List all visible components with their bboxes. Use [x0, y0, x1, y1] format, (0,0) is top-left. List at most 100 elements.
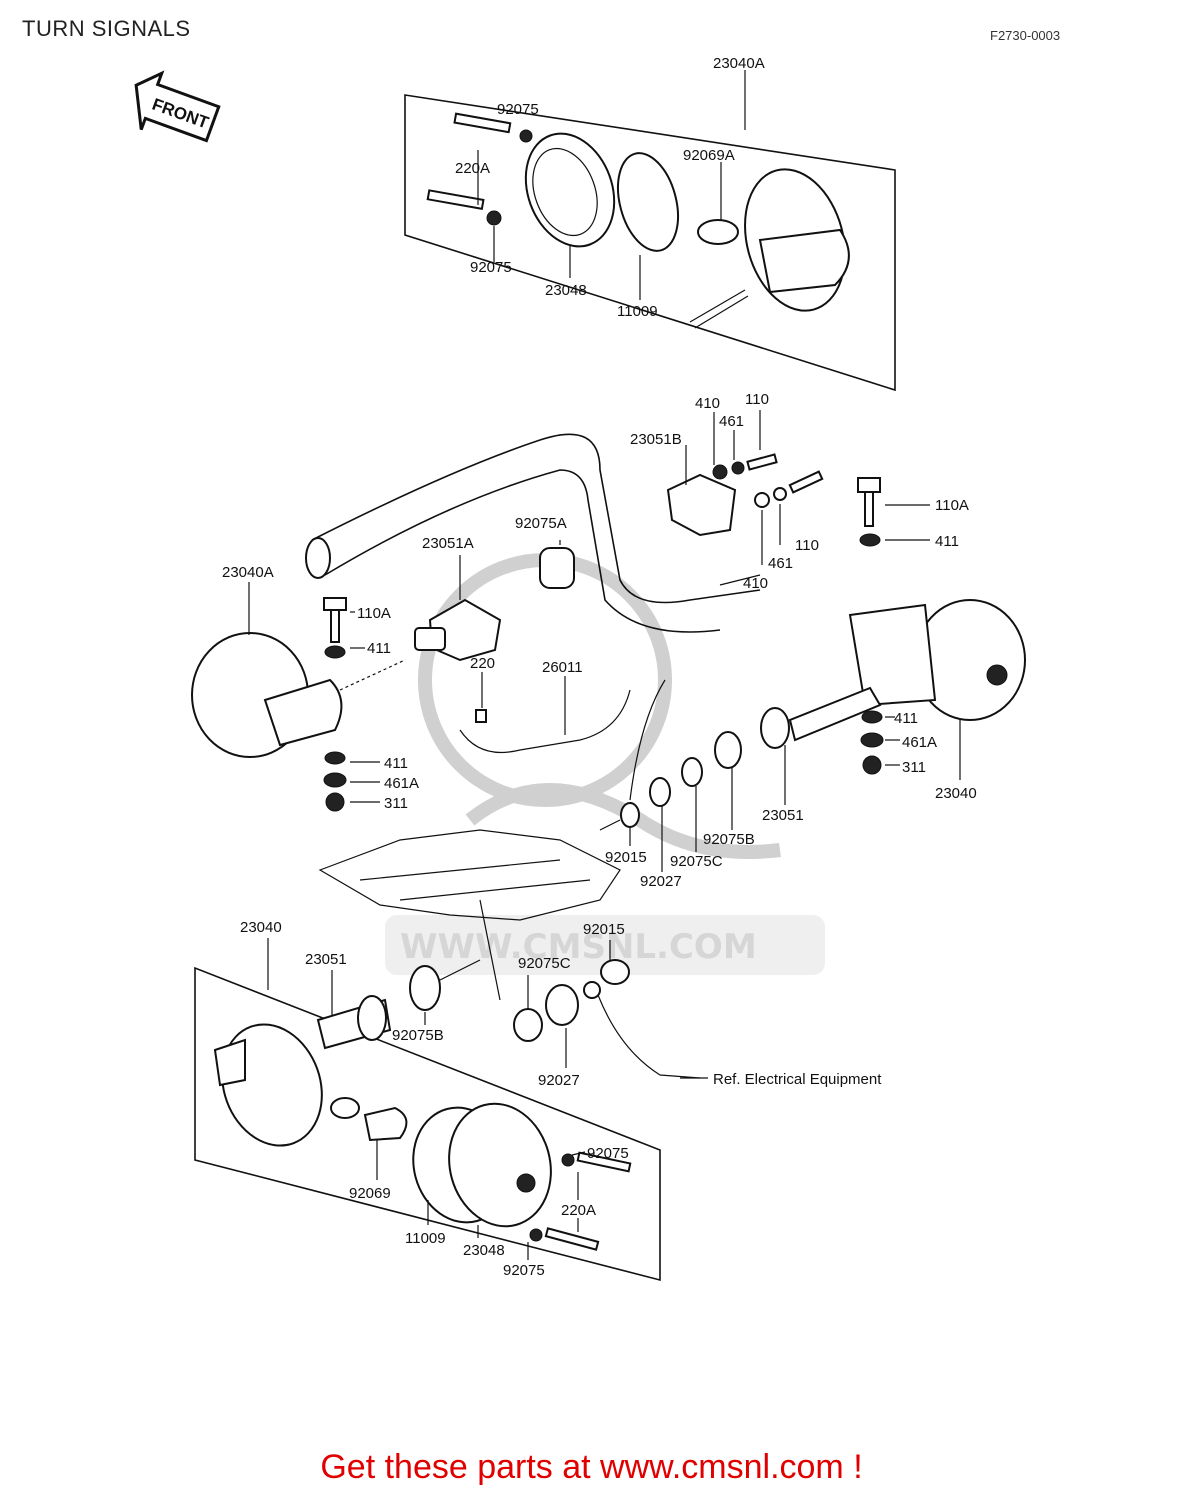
part-label: 23040	[935, 785, 977, 802]
housing-stem	[758, 228, 850, 294]
part-label: 411	[367, 640, 391, 657]
parts-diagram: WWW.CMSNL.COM FRONT	[134, 55, 1026, 1282]
part-label: 92075B	[703, 831, 755, 848]
footer-link[interactable]: Get these parts at www.cmsnl.com !	[320, 1448, 863, 1486]
lens-icon	[448, 1102, 552, 1228]
bottom-panel-outline	[194, 966, 661, 1282]
washer-icon	[859, 533, 881, 547]
part-label: 23048	[463, 1242, 505, 1259]
washer-icon	[754, 492, 770, 508]
part-label: 26011	[542, 659, 583, 676]
part-label: 311	[384, 795, 408, 812]
lens-icon	[524, 132, 616, 248]
part-label: 220A	[561, 1202, 596, 1219]
spacer-icon	[539, 547, 575, 589]
clamp-upper-icon	[666, 473, 737, 537]
part-label: 23040A	[222, 564, 274, 581]
left-signal	[191, 582, 631, 812]
leader	[571, 1151, 586, 1156]
part-label: 23051A	[422, 535, 474, 552]
part-label: 92069A	[683, 147, 735, 164]
washer-icon	[545, 984, 579, 1026]
nut-icon	[862, 755, 882, 775]
housing-stem	[213, 1038, 246, 1087]
bolt-head-icon	[323, 597, 347, 611]
washer-icon	[324, 645, 346, 659]
part-label: 92075	[503, 1262, 545, 1279]
washer-icon	[731, 461, 745, 475]
watermark-banner	[385, 915, 825, 975]
socket-icon	[513, 1008, 543, 1042]
bolt-icon	[746, 453, 778, 471]
front-arrow: FRONT	[134, 70, 221, 143]
washer-icon	[323, 772, 347, 788]
part-label: 110	[795, 537, 819, 554]
gasket-icon	[617, 152, 679, 252]
part-label: 461	[768, 555, 793, 572]
part-label: 410	[695, 395, 720, 412]
bolt-icon	[864, 491, 874, 527]
clamp-assembly	[414, 410, 930, 662]
watermark-swoosh	[465, 783, 781, 859]
part-label: 11009	[405, 1230, 446, 1247]
part-label: 110	[745, 391, 769, 408]
frame-sketch	[318, 829, 621, 1001]
housing-icon	[221, 1023, 323, 1147]
ref-note: Ref. Electrical Equipment	[713, 1071, 882, 1088]
part-label: 23040	[240, 919, 282, 936]
part-label: 92015	[583, 921, 625, 938]
watermark-text: WWW.CMSNL.COM	[400, 927, 757, 967]
part-label: 411	[384, 755, 408, 772]
top-panel-outline	[404, 94, 896, 392]
diagram-code: F2730-0003	[990, 28, 1061, 43]
part-label: 220	[470, 655, 495, 672]
wire-icon	[599, 679, 666, 831]
socket-icon	[620, 802, 640, 828]
washer-icon	[519, 129, 533, 143]
part-label: 220A	[455, 160, 490, 177]
part-label: 110A	[357, 605, 391, 622]
frame-lines	[359, 859, 591, 1001]
lens-grid	[532, 147, 598, 237]
socket-icon	[330, 1097, 360, 1119]
top-assembly	[404, 70, 896, 392]
washer-icon	[649, 777, 671, 807]
washer-icon	[681, 757, 703, 787]
part-label: 92075C	[518, 955, 571, 972]
lens-center	[516, 1173, 536, 1193]
page-title: TURN SIGNALS	[22, 16, 191, 41]
right-stem-icon	[788, 686, 882, 742]
washer-icon	[486, 210, 502, 226]
screw-icon	[475, 709, 487, 723]
washer-icon	[529, 1228, 543, 1242]
bolt-icon	[788, 470, 824, 494]
front-arrow-icon	[134, 70, 221, 143]
part-label: 23051	[305, 951, 347, 968]
part-label: 92075B	[392, 1027, 444, 1044]
part-label: 92027	[538, 1072, 580, 1089]
bulb-icon	[363, 1106, 408, 1142]
grommet-icon	[357, 995, 387, 1041]
part-label: 110A	[935, 497, 969, 514]
part-label: 461A	[384, 775, 419, 792]
part-label: 11009	[617, 303, 658, 320]
bolt-icon	[453, 112, 512, 134]
part-label: 23051B	[630, 431, 682, 448]
frame-outline	[318, 829, 621, 921]
bolt-icon	[330, 609, 340, 643]
washer-icon	[712, 464, 728, 480]
handlebar-outline-lower	[324, 469, 721, 633]
thread-icon	[439, 959, 481, 981]
left-stem-icon	[263, 678, 343, 747]
part-label: 92075	[497, 101, 539, 118]
screw-icon	[544, 1227, 600, 1251]
wire-icon	[459, 689, 631, 754]
grommet-icon	[409, 965, 441, 1011]
terminal-icon	[583, 981, 601, 999]
right-lens-center	[986, 664, 1008, 686]
part-label: 92027	[640, 873, 682, 890]
part-label: 92075C	[670, 853, 723, 870]
part-label: 92075A	[515, 515, 567, 532]
bulb-icon	[697, 219, 739, 245]
grommet-icon	[714, 731, 742, 769]
